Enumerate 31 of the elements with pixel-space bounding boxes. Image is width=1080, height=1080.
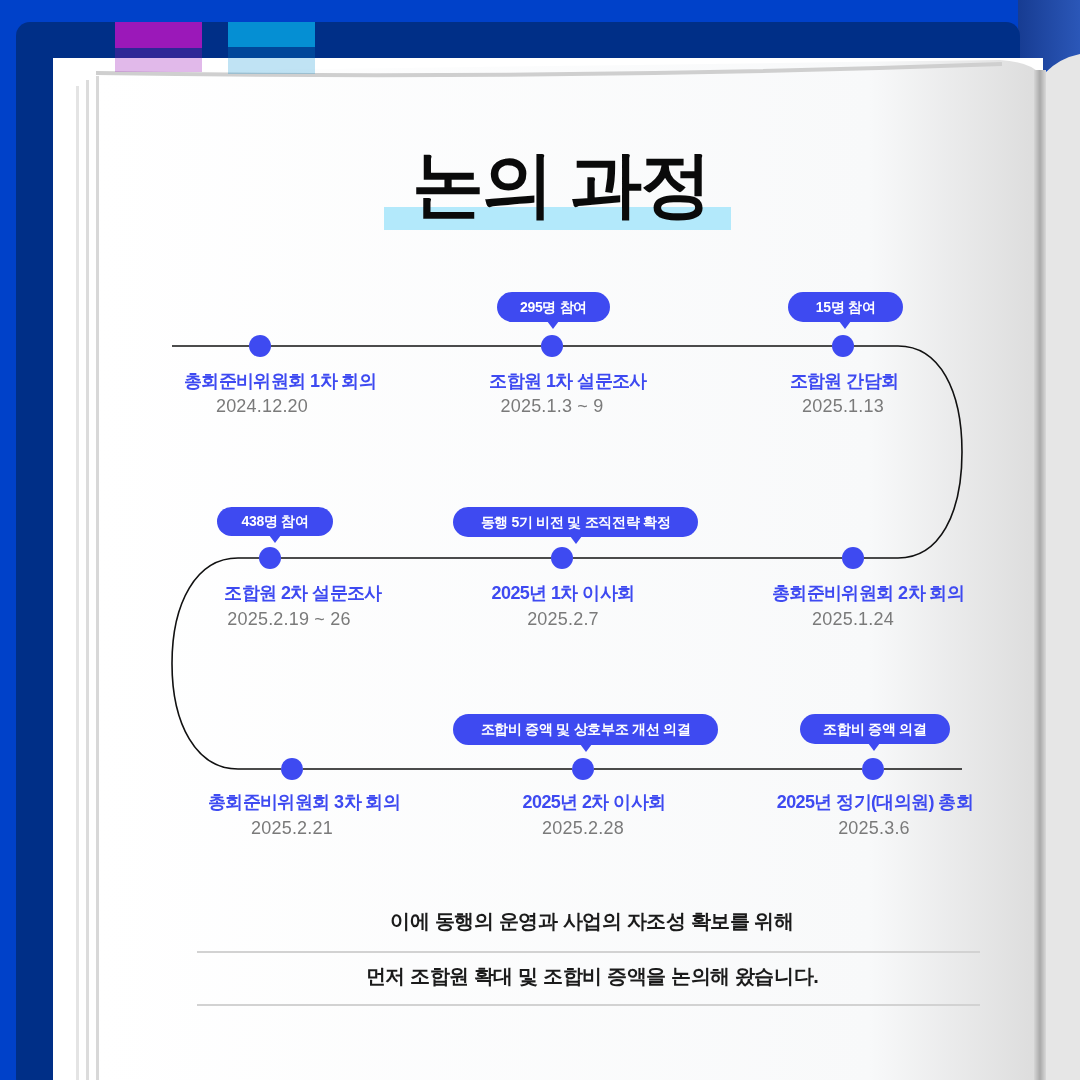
summary-text: 이에 동행의 운영과 사업의 자조성 확보를 위해 [390,909,794,933]
event-date: 2025.2.21 [251,817,333,839]
diagram-title: 논의 과정 [412,148,710,220]
event-title: 총회준비위원회 2차 회의 [771,582,965,604]
timeline-line [572,557,843,559]
event-date: 2025.2.7 [527,608,599,630]
event-date: 2024.12.20 [215,395,309,417]
event-date: 2025.3.6 [838,817,910,839]
event-title: 조합원 1차 설문조사 [489,370,647,392]
timeline-line [270,345,542,347]
timeline-line [171,557,282,770]
event-title: 조합원 간담회 [789,370,899,392]
event-date: 2025.2.28 [542,817,624,839]
timeline-line [593,768,863,770]
event-date: 2025.2.19 ~ 26 [227,608,351,630]
summary-text: 먼저 조합원 확대 및 조합비 증액을 논의해 왔습니다. [365,964,819,988]
timeline-line [883,768,963,770]
event-title: 2025년 2차 이사회 [522,791,666,813]
event-title: 총회준비위원회 1차 회의 [183,370,377,392]
event-title: 2025년 1차 이사회 [491,582,635,604]
timeline-line [171,345,250,347]
event-title: 2025년 정기(대의원) 총회 [776,791,974,813]
timeline-line [302,768,573,770]
event-title: 총회준비위원회 3차 회의 [207,791,401,813]
event-date: 2025.1.13 [802,395,884,417]
event-date: 2025.1.3 ~ 9 [500,395,604,417]
timeline-line [280,557,552,559]
event-date: 2025.1.24 [812,608,894,630]
event-title: 조합원 2차 설문조사 [224,582,382,604]
timeline-line [853,345,963,559]
timeline-line [562,345,833,347]
